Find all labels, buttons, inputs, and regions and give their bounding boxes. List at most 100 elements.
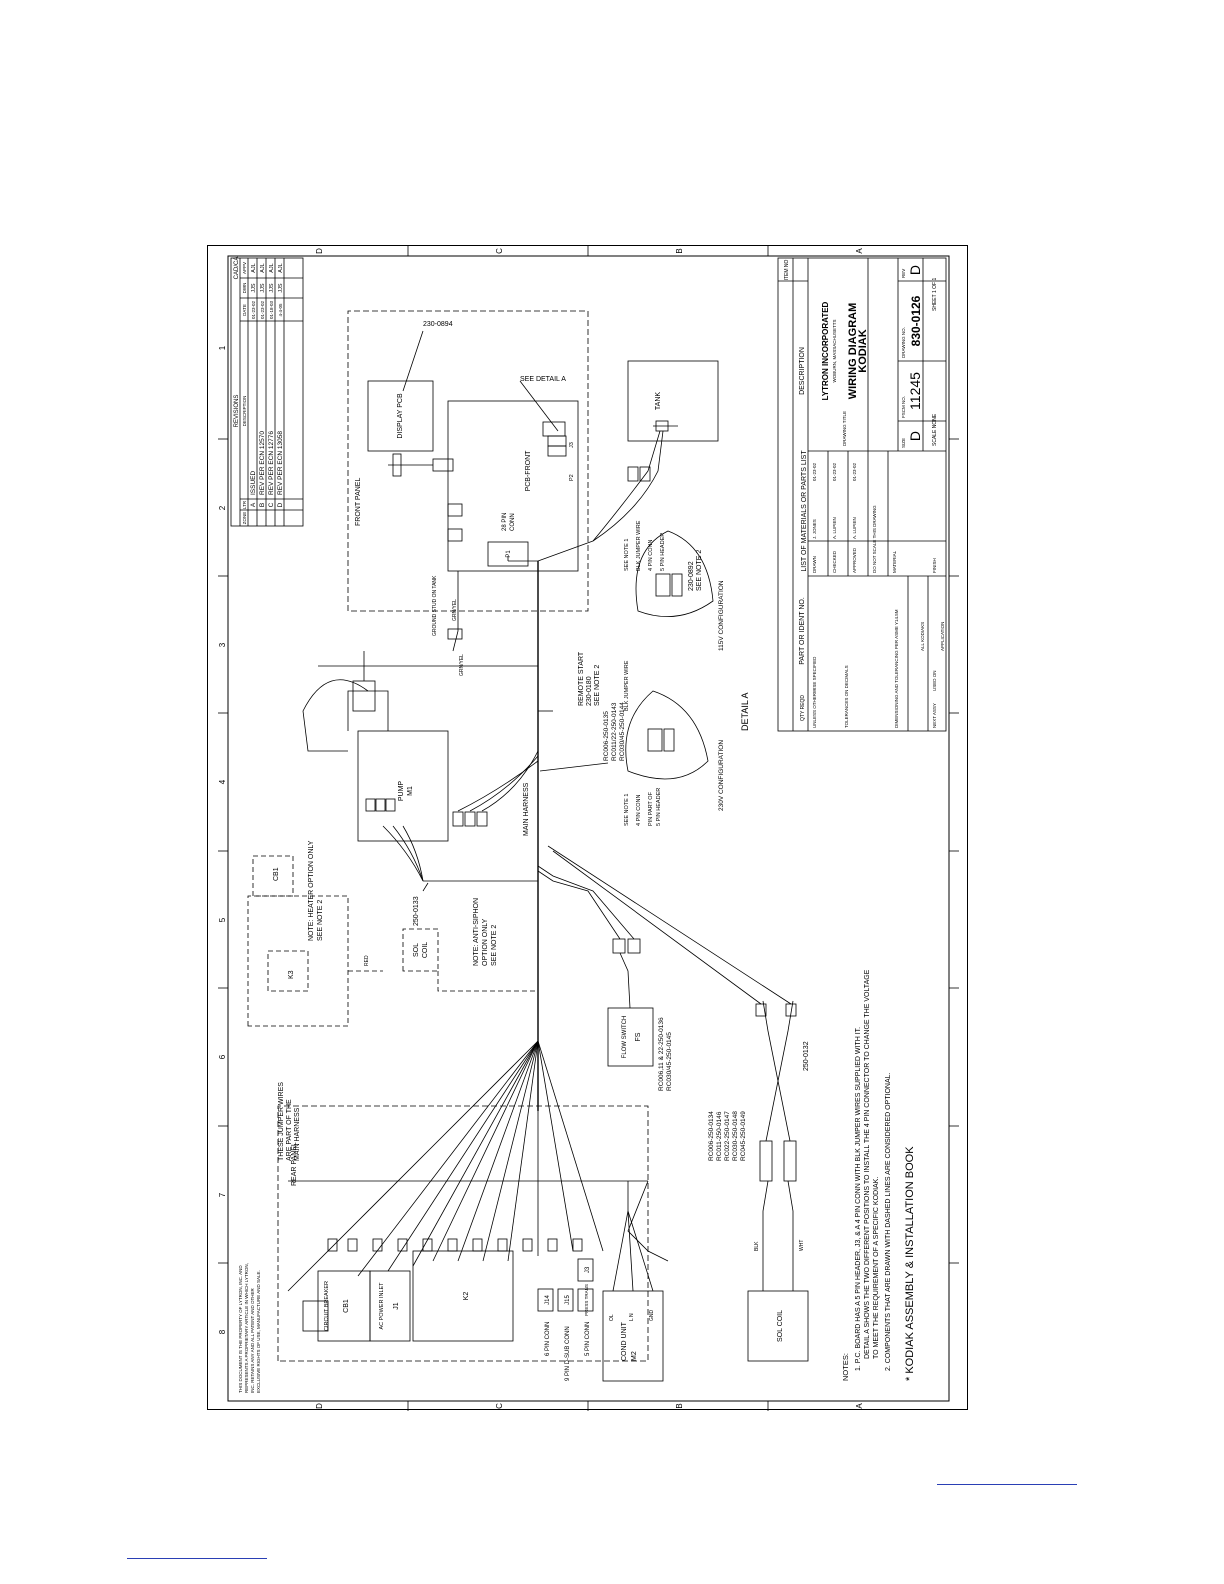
rev-date: 01-18-03 <box>269 300 274 319</box>
detail-5pin-header-115: 5 PIN HEADER <box>660 533 666 571</box>
tb-approved-by: A. LUPIEN <box>852 517 857 539</box>
k3-relay <box>267 950 309 992</box>
zone-label-a: A <box>855 1403 864 1409</box>
jumper-note-1: THESE JUMPER WIRES <box>278 1082 285 1161</box>
p1-connector <box>487 541 529 567</box>
coil-label: COIL <box>422 942 429 958</box>
tb-checked-label: CHECKED <box>832 550 837 573</box>
rev-appv: AJL <box>251 263 257 272</box>
rev-date: 4-4-05 <box>278 303 283 317</box>
jumper-note-2: ARE PART OF THE <box>286 1099 293 1161</box>
rc-pump-2: RC011/22-250-0143 <box>611 702 618 761</box>
tb-dwg-label: DRAWING NO. <box>901 327 906 358</box>
rev-date: 01-23-02 <box>251 300 256 319</box>
circuit-breaker-label: CIRCUIT BREAKER <box>324 1281 330 1331</box>
fs-label: FS <box>635 1032 642 1041</box>
front-panel-label: FRONT PANEL <box>355 478 362 526</box>
j3-label: J3 <box>569 442 575 448</box>
tb-unless: UNLESS OTHERWISE SPECIFIED <box>812 656 817 728</box>
pump-connector-2 <box>464 811 476 827</box>
rev-header-appv: APPV <box>242 262 247 274</box>
drawing-canvas: 8 7 6 5 4 3 2 1 D C B A D C B A THIS DOC… <box>208 246 969 1411</box>
rc-coil-item: RC011-250-0146 <box>716 1111 723 1161</box>
j-connector <box>447 528 463 542</box>
rev-row-b: B REV PER ECN 12570 01-23-02 JJS AJL <box>259 263 266 507</box>
tb-drawn-by: J. JONES <box>812 519 817 539</box>
rev-row-d: D REV PER ECN 13058 4-4-05 JJS AJL <box>277 263 284 507</box>
main-harness-label: MAIN HARNESS <box>523 782 530 836</box>
tb-checked-date: 01-23-02 <box>832 462 837 481</box>
tb-fscm: 11245 <box>907 372 923 410</box>
rev-appv: AJL <box>260 263 266 272</box>
sol-coil-label: SOL COIL <box>777 1310 784 1342</box>
sol-coil-option <box>402 928 439 972</box>
j3-header <box>542 421 566 437</box>
j3-rear-label: J3 <box>585 1266 591 1273</box>
zone-label-1: 1 <box>218 345 227 350</box>
k2-label: K2 <box>463 1292 470 1301</box>
rev-dwn: JJS <box>278 283 284 293</box>
rev-ltr: C <box>268 502 275 507</box>
footer-link-left[interactable] <box>127 1558 267 1559</box>
tb-material: MATERIAL <box>892 550 897 573</box>
tb-item-no: ITEM NO <box>784 259 790 280</box>
note-2: 2. COMPONENTS THAT ARE DRAWN WITH DASHED… <box>885 1072 892 1371</box>
m2-label: M2 <box>631 1351 638 1361</box>
tb-sheet: SHEET 1 OF 1 <box>932 278 938 311</box>
revisions-cad: CAD/CA <box>234 257 240 280</box>
config-230-label: 230V CONFIGURATION <box>718 740 725 811</box>
tb-checked-by: A. LUPIEN <box>832 517 837 539</box>
anti-siphon-see-note-2: SEE NOTE 2 <box>491 925 498 966</box>
cond-unit-label: COND UNIT <box>621 1321 628 1361</box>
note-1a: 1. P.C. BOARD HAS A 5 PIN HEADER, J3, & … <box>855 1027 862 1371</box>
sol-coil <box>747 1290 809 1362</box>
footer-link-right[interactable] <box>937 1484 1077 1485</box>
detail-blk-jumper-230: BLK JUMPER WIRE <box>624 660 630 711</box>
j15-connector <box>557 1288 574 1312</box>
tb-rev: D <box>907 265 923 275</box>
note-1c: TO MEET THE REQUIREMENT OF A SPECIFIC KO… <box>873 1177 880 1359</box>
config-115-label: 115V CONFIGURATION <box>718 580 725 651</box>
fs-connector-1 <box>612 938 626 954</box>
inner-frame <box>227 255 950 1402</box>
ac-power-inlet-label: AC POWER INLET <box>379 1282 385 1330</box>
see-detail-a-label: SEE DETAIL A <box>520 376 566 383</box>
rev-desc: REV PER ECN 12570 <box>259 431 266 495</box>
press-trans-label: PRESS TRANS <box>584 1284 589 1316</box>
note-1b: DETAIL A SHOWS THE TWO DIFFERENT POSITIO… <box>864 969 871 1359</box>
pin28-label: 28 PIN <box>502 513 508 531</box>
tb-company: LYTRON INCORPORATED <box>821 301 830 400</box>
zone-label-4: 4 <box>218 779 227 784</box>
rev-row-a: A ISSUED 01-23-02 JJS AJL <box>250 263 257 507</box>
remote-start-part: 230-0180 <box>586 676 593 706</box>
ln-label: L N <box>629 1313 635 1321</box>
pump-label: PUMP <box>398 781 405 802</box>
rev-desc: REV PER ECN 13058 <box>277 431 284 495</box>
tb-size: D <box>907 431 923 441</box>
j14-label: J14 <box>545 1295 551 1305</box>
property-notice: THIS DOCUMENT IS THE PROPERTY OF LYTRON,… <box>238 1263 261 1393</box>
flow-switch-label: FLOW SWITCH <box>622 1016 628 1059</box>
cable-250-0133-label: 250-0133 <box>413 896 420 926</box>
pump-m1 <box>357 730 449 842</box>
notes: NOTES: 1. P.C. BOARD HAS A 5 PIN HEADER,… <box>841 969 916 1381</box>
rc-pump-3: RC030/45-250-0144 <box>619 702 626 761</box>
heater-red-wire: RED <box>364 955 370 966</box>
detail-blk-jumper-115: BLK JUMPER WIRE <box>636 520 642 571</box>
tb-do-not-scale: DO NOT SCALE THIS DRAWING <box>872 505 877 573</box>
rc-fs-2: RC030/45-250-0145 <box>666 1032 673 1091</box>
drawing-sheet: 8 7 6 5 4 3 2 1 D C B A D C B A THIS DOC… <box>207 245 969 1411</box>
rc-coil-item: RC045-250-0149 <box>740 1111 747 1161</box>
rev-dwn: JJS <box>260 283 266 293</box>
rev-header-dwn: DWN <box>242 283 247 294</box>
rev-header-date: DATE <box>242 304 247 316</box>
anti-siphon-note-2: OPTION ONLY <box>482 918 489 966</box>
ac-power-inlet-j1 <box>369 1270 411 1342</box>
zone-ticks <box>218 246 959 1411</box>
tank-label: TANK <box>655 392 662 410</box>
front-panel-outline <box>347 310 589 612</box>
pump-ground-label: GRN/YEL <box>459 654 465 676</box>
k3-label: K3 <box>288 970 295 979</box>
property-line-2: REPRESENTS A PROPRIETARY ARTICLE IN WHIC… <box>244 1263 249 1393</box>
rc-fs-1: RC006,11 & 22-250-0136 <box>658 1017 665 1091</box>
